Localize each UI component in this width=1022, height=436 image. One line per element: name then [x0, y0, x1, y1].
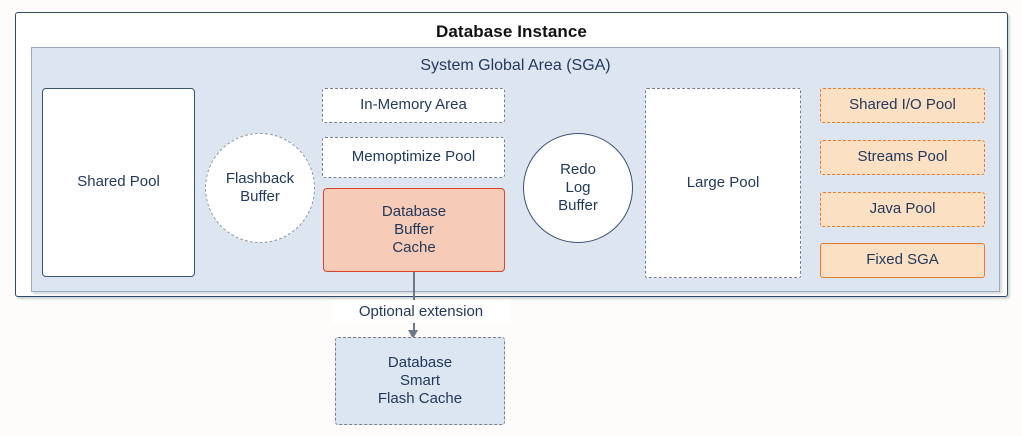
shared-pool-label: Shared Pool — [77, 173, 160, 191]
memoptimize-pool-box[interactable]: Memoptimize Pool — [322, 137, 505, 178]
database-buffer-cache-label-line3: Cache — [392, 239, 436, 257]
java-pool-label: Java Pool — [869, 200, 936, 218]
fixed-sga-label: Fixed SGA — [866, 251, 939, 269]
database-instance-title: Database Instance — [436, 22, 587, 41]
flashback-buffer-label-line2: Buffer — [240, 188, 280, 205]
in-memory-area-label: In-Memory Area — [360, 96, 467, 114]
database-smart-flash-cache-label: Database Smart Flash Cache — [378, 354, 462, 409]
database-buffer-cache-label-line2: Buffer — [394, 220, 434, 238]
redo-log-buffer-label-line1: Redo — [560, 160, 596, 178]
flashback-buffer-label-line1: Flashback — [225, 169, 295, 187]
flashback-buffer-label: Flashback Buffer — [226, 170, 294, 207]
redo-log-buffer-circle[interactable]: Redo Log Buffer — [523, 133, 633, 243]
database-buffer-cache-label: Database Buffer Cache — [382, 203, 446, 258]
large-pool-box[interactable]: Large Pool — [645, 88, 801, 278]
redo-log-buffer-label-line2: Log — [565, 178, 591, 196]
memoptimize-pool-label: Memoptimize Pool — [351, 148, 476, 166]
streams-pool-box[interactable]: Streams Pool — [820, 140, 985, 175]
flashback-buffer-circle[interactable]: Flashback Buffer — [205, 133, 315, 243]
database-smart-flash-cache-label-line2: Smart — [399, 371, 440, 389]
database-buffer-cache-label-line1: Database — [381, 202, 447, 220]
database-smart-flash-cache-box[interactable]: Database Smart Flash Cache — [335, 337, 505, 425]
sga-title: System Global Area (SGA) — [420, 57, 611, 74]
optional-extension-text: Optional extension — [358, 303, 484, 320]
database-smart-flash-cache-label-line3: Flash Cache — [377, 390, 463, 408]
java-pool-box[interactable]: Java Pool — [820, 192, 985, 227]
large-pool-label: Large Pool — [686, 173, 760, 191]
redo-log-buffer-label-line3: Buffer — [558, 197, 598, 215]
database-smart-flash-cache-label-line1: Database — [387, 353, 453, 371]
optional-extension-label: Optional extension — [332, 300, 510, 323]
shared-pool-box[interactable]: Shared Pool — [42, 88, 195, 277]
streams-pool-label: Streams Pool — [857, 148, 948, 166]
in-memory-area-box[interactable]: In-Memory Area — [322, 88, 505, 123]
shared-io-pool-label: Shared I/O Pool — [849, 96, 956, 114]
redo-log-buffer-label: Redo Log Buffer — [558, 161, 598, 216]
arrow-head-icon — [408, 330, 418, 339]
fixed-sga-box[interactable]: Fixed SGA — [820, 243, 985, 278]
database-buffer-cache-box[interactable]: Database Buffer Cache — [323, 188, 505, 272]
shared-io-pool-box[interactable]: Shared I/O Pool — [820, 88, 985, 123]
